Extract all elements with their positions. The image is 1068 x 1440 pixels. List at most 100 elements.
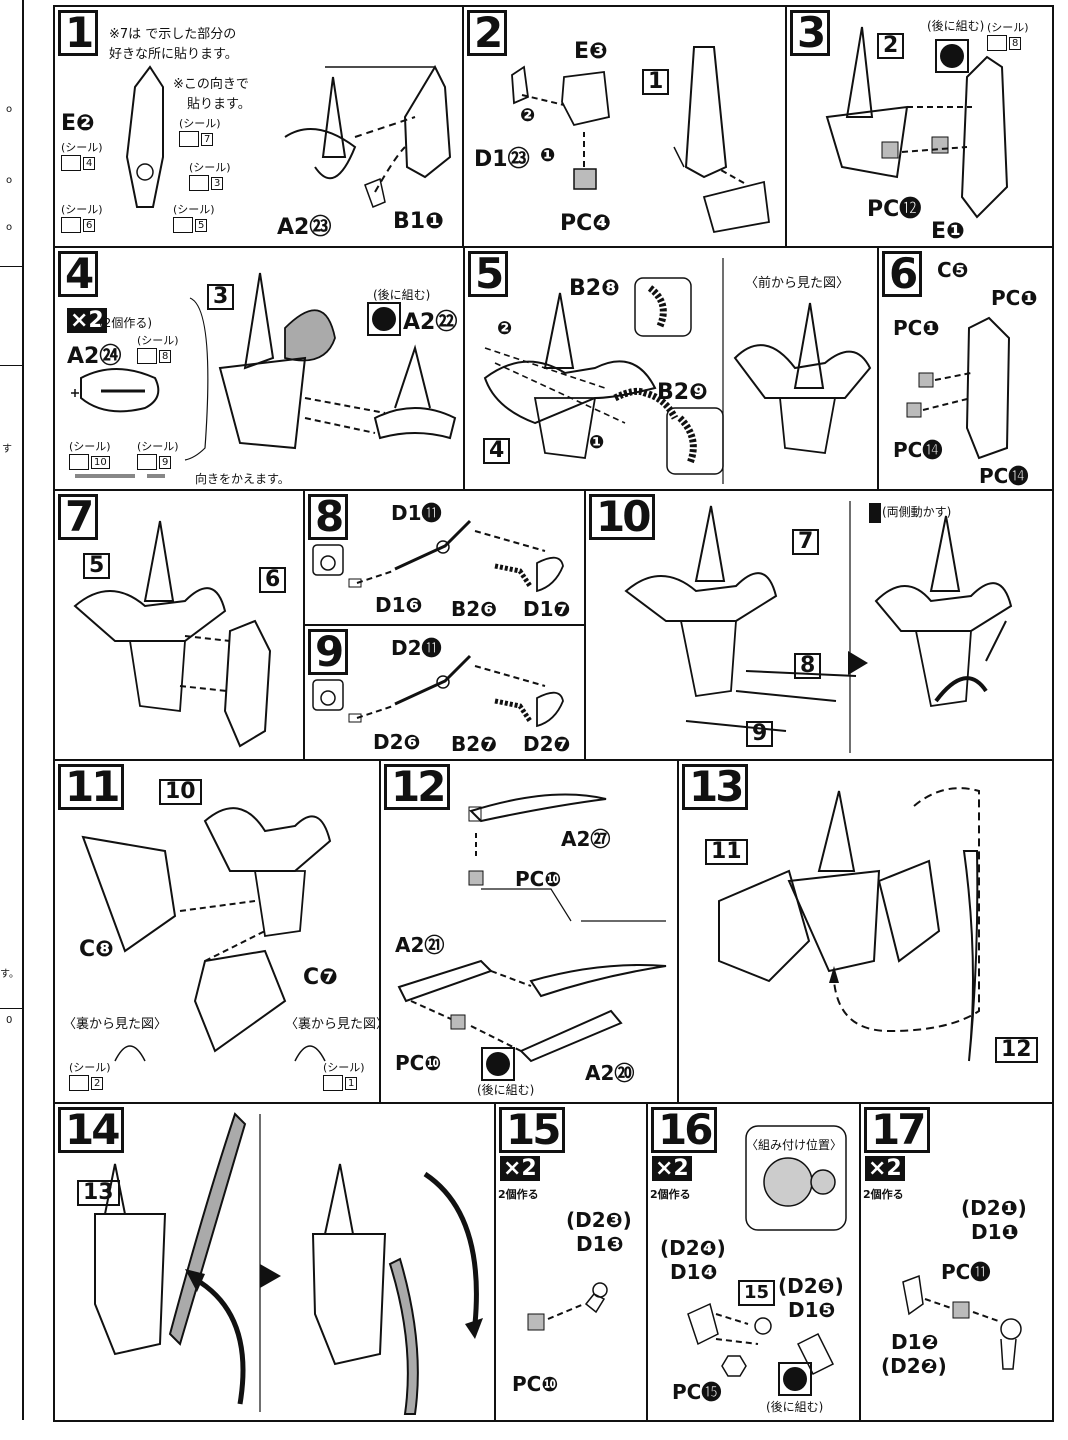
later-note: (後に組む) — [927, 19, 985, 33]
step-12-panel: 12 A2㉗ PC❿ A2㉑ PC❿ A2⑳ (後に組む) — [381, 761, 679, 1104]
step-5-illustration — [483, 258, 872, 484]
part-label: D1❷ — [891, 1330, 939, 1354]
order-mark: ❶ — [540, 145, 556, 166]
part-label: A2㉑ — [395, 933, 445, 957]
part-label: D1❼ — [523, 597, 571, 621]
step-15-illustration — [527, 1282, 608, 1331]
step-reference: 11 — [705, 839, 748, 865]
step-reference: 12 — [995, 1037, 1038, 1063]
times-badge: ×2 — [67, 308, 107, 333]
part-label: B1❶ — [393, 209, 444, 234]
direction-note: ※この向きで — [173, 77, 249, 92]
order-mark: ❶ — [589, 432, 605, 453]
step-reference: 10 — [159, 779, 202, 805]
seal-label: (シール)4 — [61, 139, 103, 171]
step-number: 12 — [384, 764, 451, 810]
step-reference: 6 — [259, 567, 287, 593]
step-number: 3 — [790, 10, 831, 56]
part-label: (D2❸) — [566, 1208, 632, 1232]
step-1-illustration — [125, 64, 452, 208]
times-note: 2個作る — [650, 1188, 691, 1201]
part-label: D1❺ — [788, 1298, 836, 1322]
turn-note: 向きをかえます。 — [195, 472, 290, 486]
step-6-panel: 6 C❺ PC❶ PC❶ PC⓮ PC⓮ — [879, 248, 1052, 491]
step-number: 14 — [58, 1107, 125, 1153]
part-label: E❷ — [61, 111, 95, 136]
sticker-note: ※7は で示した部分の — [109, 27, 237, 42]
step-10-panel: 10 7 8 9 (両側動かす) — [586, 491, 1052, 761]
step-number: 5 — [468, 251, 509, 297]
step-reference: 3 — [207, 284, 235, 310]
step-number: 13 — [682, 764, 749, 810]
part-label: B2❽ — [569, 276, 620, 301]
step-17-illustration — [902, 1274, 1022, 1370]
view-note: 〈前から見た図〉 — [745, 276, 850, 291]
part-label: PC❶ — [893, 316, 940, 340]
step-reference: 13 — [77, 1180, 120, 1206]
seal-label: (シール)2 — [69, 1059, 111, 1091]
part-label: D1⓫ — [391, 501, 442, 525]
part-label: PC❿ — [515, 867, 562, 891]
part-label: PC⓫ — [941, 1260, 991, 1284]
step-12-illustration — [397, 793, 667, 1063]
step-number: 1 — [58, 10, 99, 56]
seal-label: (シール)7 — [179, 115, 221, 147]
part-label: PC❿ — [512, 1372, 559, 1396]
left-margin-strip: o o o す す。 0 — [0, 0, 24, 1420]
part-label: PC❶ — [991, 286, 1038, 310]
step-13-panel: 13 11 12 — [679, 761, 1052, 1104]
times-badge: ×2 — [865, 1156, 905, 1181]
step-3-illustration — [825, 26, 1009, 219]
step-reference: 7 — [792, 529, 820, 555]
step-reference: 1 — [642, 69, 670, 95]
part-label: PC⓮ — [893, 438, 943, 462]
part-label: E❸ — [574, 39, 608, 64]
seal-label: (シール)8 — [137, 332, 179, 364]
times-badge: ×2 — [500, 1156, 540, 1181]
order-mark: ❷ — [520, 105, 536, 126]
step-16-illustration — [687, 1125, 847, 1377]
part-label: PC⓮ — [979, 464, 1029, 488]
part-label: B2❻ — [451, 597, 498, 621]
step-17-panel: 17 ×2 2個作る (D2❶) D1❶ PC⓫ D1❷ (D2❷) — [861, 1104, 1052, 1420]
part-label: C❺ — [937, 258, 969, 282]
times-note: 2個作る — [498, 1188, 539, 1201]
step-number: 7 — [58, 494, 99, 540]
part-label: D1❸ — [576, 1232, 624, 1256]
sticker-note: 好きな所に貼ります。 — [109, 47, 238, 62]
margin-mark: o — [6, 104, 13, 115]
step-reference: 2 — [877, 33, 905, 59]
step-11-illustration — [81, 807, 332, 1062]
step-9-illustration — [312, 654, 564, 728]
view-note: 〈裏から見た図〉 — [63, 1017, 168, 1032]
seal-label: (シール)9 — [137, 438, 179, 470]
part-label: D2⓫ — [391, 636, 442, 660]
part-label: PC❹ — [560, 211, 611, 236]
later-note: (後に組む) — [477, 1083, 535, 1097]
step-7-illustration — [73, 520, 272, 748]
direction-note: 貼ります。 — [187, 97, 251, 112]
part-label: A2㉓ — [277, 215, 332, 240]
later-assemble-icon — [778, 1362, 812, 1396]
times-note: (2個作る) — [99, 316, 152, 330]
step-11-panel: 11 10 C❽ C❼ 〈裏から見た図〉 〈裏から見た図〉 (シール)2 (シー… — [55, 761, 381, 1104]
step-4-panel: 4 ×2 (2個作る) 3 A2㉔ A2㉒ (後に組む) (シール)8 (シール… — [55, 248, 465, 491]
times-note: 2個作る — [863, 1188, 904, 1201]
part-label: D1㉓ — [474, 147, 530, 172]
part-label: A2㉗ — [561, 827, 611, 851]
move-note: (両側動かす) — [882, 505, 952, 519]
part-label: D1❶ — [971, 1220, 1019, 1244]
later-assemble-icon — [935, 39, 969, 73]
times-badge: ×2 — [652, 1156, 692, 1181]
later-note: (後に組む) — [766, 1400, 824, 1414]
part-label: D2❼ — [523, 732, 571, 756]
step-10-illustration — [624, 501, 1013, 753]
seal-label: (シール)10 — [69, 438, 111, 470]
part-label: E❶ — [931, 219, 965, 244]
step-number: 2 — [467, 10, 508, 56]
part-label: PC❿ — [395, 1051, 442, 1075]
seal-label: (シール)6 — [61, 201, 103, 233]
step-reference: 5 — [83, 553, 111, 579]
step-number: 4 — [58, 251, 99, 297]
step-13-illustration — [718, 787, 980, 1062]
